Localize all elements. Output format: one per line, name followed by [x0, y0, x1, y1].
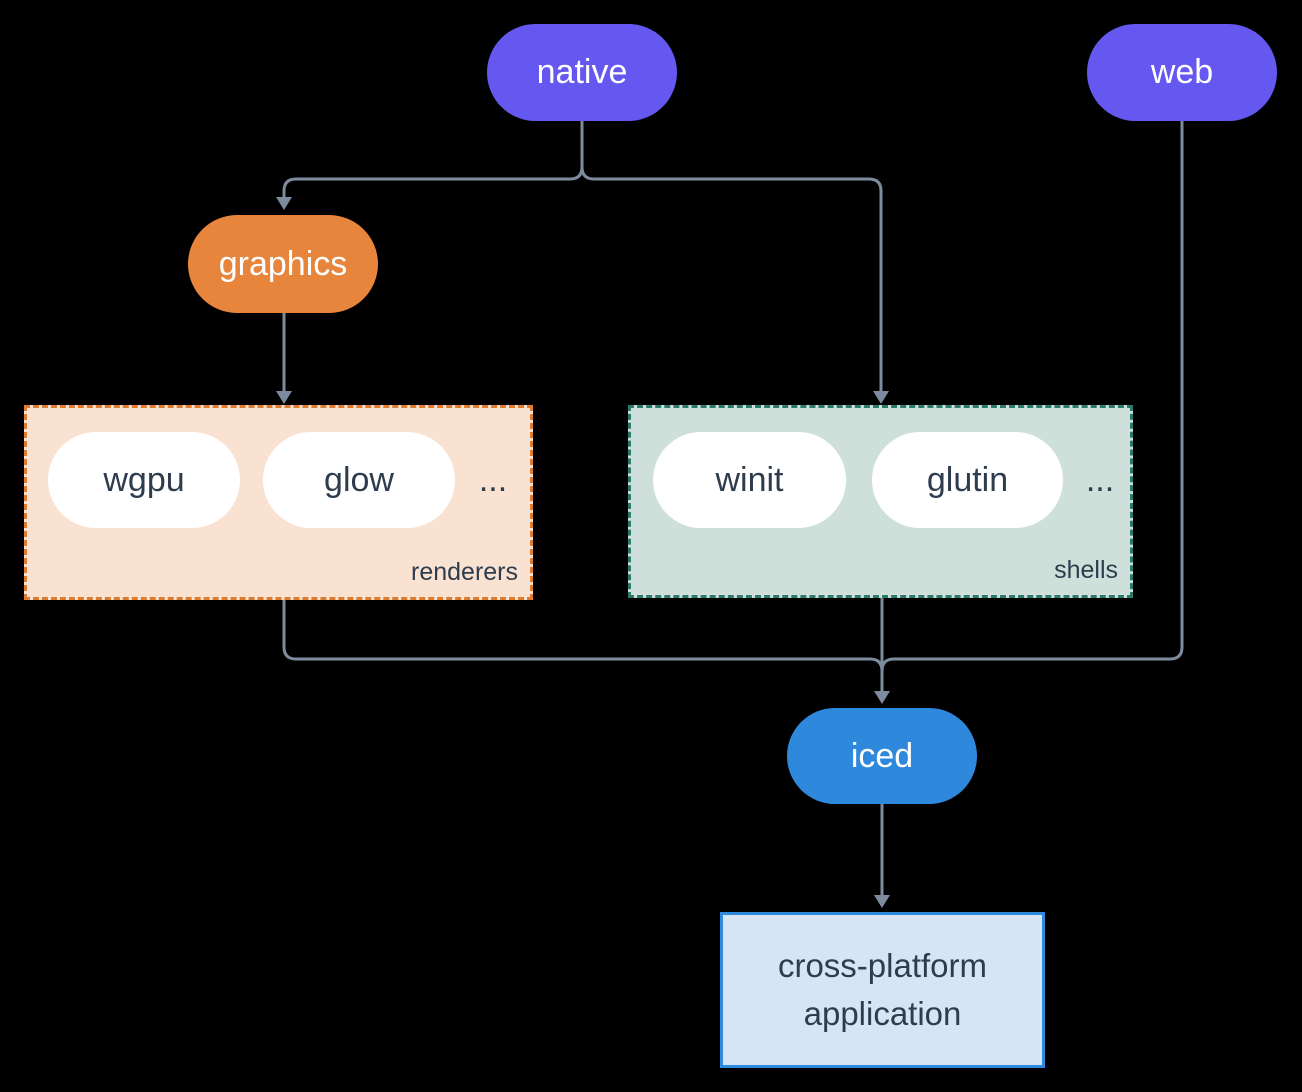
application-label-line2: application [803, 995, 962, 1032]
arrowhead-to-application [874, 895, 890, 908]
node-glow: glow [263, 432, 455, 528]
node-wgpu-label: wgpu [103, 460, 185, 499]
node-iced-label: iced [850, 736, 914, 775]
renderers-group-label: renderers [411, 558, 518, 586]
node-graphics: graphics [188, 215, 378, 313]
shells-ellipsis: ... [1085, 460, 1115, 499]
arrowhead-to-renderers [276, 391, 292, 404]
edge-native-to-shells [580, 165, 883, 393]
node-glutin-label: glutin [926, 460, 1009, 499]
arrowhead-to-iced [874, 691, 890, 704]
group-shells: winit glutin ... shells [628, 405, 1133, 598]
node-iced: iced [787, 708, 977, 804]
group-renderers: wgpu glow ... renderers [24, 405, 533, 600]
edge-native-to-graphics [282, 165, 584, 199]
shells-group-label: shells [1054, 556, 1118, 584]
arrowhead-to-shells [873, 391, 889, 404]
node-winit: winit [653, 432, 846, 528]
edge-renderers-to-merge [282, 598, 884, 673]
node-glow-label: glow [324, 460, 394, 499]
node-native-label: native [536, 53, 628, 91]
node-native: native [487, 24, 677, 121]
application-label-line1: cross-platform [777, 947, 988, 985]
arrowhead-to-graphics [276, 197, 292, 210]
node-cross-platform-application: cross-platform application [720, 912, 1045, 1068]
node-web: web [1087, 24, 1277, 121]
node-web-label: web [1150, 53, 1214, 91]
node-wgpu: wgpu [48, 432, 240, 528]
renderers-ellipsis: ... [478, 460, 508, 499]
node-winit-label: winit [715, 460, 784, 499]
node-graphics-label: graphics [218, 244, 348, 283]
node-glutin: glutin [872, 432, 1063, 528]
